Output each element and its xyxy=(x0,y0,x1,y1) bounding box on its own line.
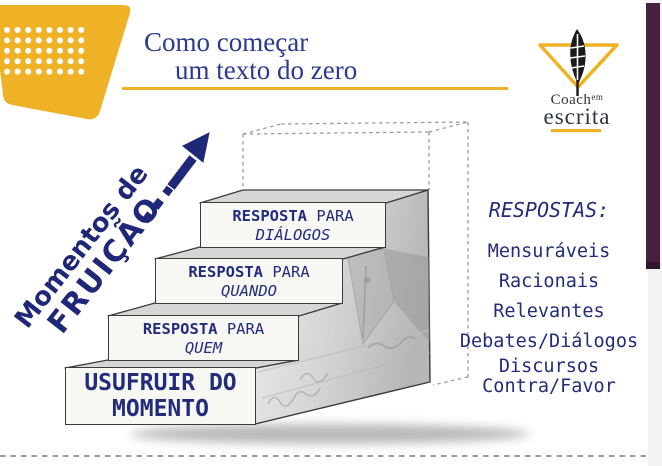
logo-word-coach: Coach xyxy=(550,92,592,108)
dot xyxy=(67,37,74,44)
ghost-step-outline xyxy=(242,121,469,386)
dot xyxy=(4,58,10,65)
dot xyxy=(67,27,74,33)
step-quem: RESPOSTA PARA QUEM xyxy=(108,315,299,361)
stairs-shadow xyxy=(130,424,530,444)
step-quem-line-2: QUEM xyxy=(184,338,223,357)
title-line-1: Como começar xyxy=(144,27,309,57)
respostas-heading: RESPOSTAS: xyxy=(488,198,610,222)
dot xyxy=(46,58,53,65)
step-quando: RESPOSTA PARA QUANDO xyxy=(155,258,343,304)
dot xyxy=(4,37,10,44)
dot xyxy=(78,27,85,33)
stairs-side-panel xyxy=(254,189,431,425)
dot xyxy=(4,47,10,54)
title-line-2: um texto do zero xyxy=(175,55,358,85)
step-quando-line-1: RESPOSTA PARA xyxy=(188,262,310,281)
yellow-blob xyxy=(0,5,131,120)
title-underline xyxy=(122,87,508,90)
dot xyxy=(67,47,74,54)
dot xyxy=(46,68,53,75)
purple-accent-bar xyxy=(646,3,660,269)
pen-photo xyxy=(257,248,430,407)
dot xyxy=(25,58,32,65)
dot xyxy=(46,47,53,54)
dot xyxy=(57,27,63,33)
dot xyxy=(78,58,85,65)
dot xyxy=(78,37,85,44)
dot xyxy=(35,58,42,65)
dot xyxy=(25,27,32,33)
list-item: Contra/Favor xyxy=(482,375,616,397)
dot xyxy=(25,37,32,44)
dot xyxy=(78,47,85,54)
dot xyxy=(78,68,85,75)
page-title: Como começar um texto do zero xyxy=(122,28,522,84)
dot xyxy=(67,58,74,65)
dot xyxy=(14,47,21,54)
dot xyxy=(14,58,21,65)
list-item: Mensuráveis xyxy=(487,241,611,262)
step-quando-line-2: QUANDO xyxy=(221,281,277,300)
dot xyxy=(25,68,32,75)
dot xyxy=(35,68,42,75)
dot xyxy=(35,47,42,54)
list-item: Racionais xyxy=(498,271,600,292)
dot xyxy=(35,37,42,44)
dot xyxy=(57,47,63,54)
step-usufruir-line-1: USUFRUIR DO xyxy=(84,370,237,396)
dot xyxy=(67,68,74,75)
dot xyxy=(57,68,63,75)
dot xyxy=(14,37,21,44)
dot xyxy=(25,47,32,54)
respostas-list: RESPOSTAS: Mensuráveis Racionais Relevan… xyxy=(436,197,662,396)
dot xyxy=(4,27,10,33)
logo-underline xyxy=(551,129,601,133)
dot xyxy=(46,37,53,44)
stairs-tops xyxy=(64,189,429,369)
feather-icon xyxy=(569,29,586,96)
dot xyxy=(35,27,42,33)
dot xyxy=(14,27,21,33)
up-right-arrow-icon xyxy=(141,132,210,224)
dot xyxy=(14,68,21,75)
logo-word-em: em xyxy=(591,92,604,102)
dot xyxy=(57,58,63,65)
step-dialogos-line-2: DIÁLOGOS xyxy=(255,225,331,244)
dot xyxy=(57,37,63,44)
list-item: Relevantes xyxy=(493,301,605,322)
list-item: Debates/Diálogos xyxy=(459,331,639,352)
logo-word-escrita: escrita xyxy=(543,104,611,129)
step-dialogos: RESPOSTA PARA DIÁLOGOS xyxy=(200,202,386,248)
list-item: Discursos xyxy=(498,356,600,377)
dot xyxy=(4,68,10,75)
step-quem-line-1: RESPOSTA PARA xyxy=(142,319,265,338)
logo-wordmark: Coachem escrita xyxy=(527,90,627,129)
step-usufruir: USUFRUIR DO MOMENTO xyxy=(65,367,256,425)
dot xyxy=(46,27,53,33)
dot-grid-icon xyxy=(4,27,85,75)
step-usufruir-line-2: MOMENTO xyxy=(112,396,209,422)
step-dialogos-line-1: RESPOSTA PARA xyxy=(232,206,354,225)
